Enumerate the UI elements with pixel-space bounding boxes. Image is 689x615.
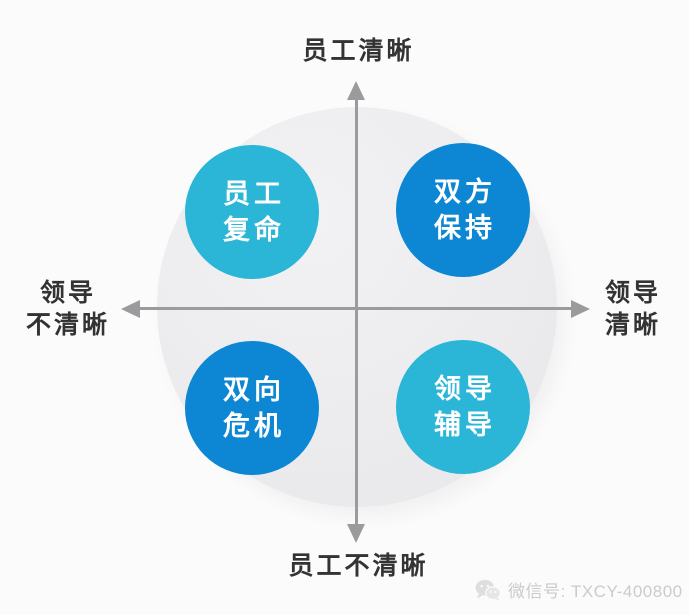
axis-label-right-line2: 清晰 — [604, 311, 661, 339]
quadrant-label-line: 危机 — [223, 411, 285, 441]
axis-label-left-line2: 不清晰 — [25, 311, 110, 339]
quadrant-label-line: 复命 — [223, 215, 285, 245]
quadrant-circle-top-left: 员工 复命 — [185, 145, 319, 279]
axis-label-right: 领导 清晰 — [585, 277, 681, 341]
horizontal-axis — [138, 307, 574, 310]
quadrant-label-line: 员工 — [223, 178, 285, 209]
arrow-down-icon — [347, 524, 365, 543]
vertical-axis — [355, 98, 358, 526]
axis-label-right-line1: 领导 — [604, 279, 661, 307]
quadrant-label-line: 双向 — [223, 374, 285, 405]
watermark: 微信号: TXCY-400800 — [474, 577, 683, 602]
axis-label-bottom: 员工不清晰 — [288, 552, 429, 580]
quadrant-circle-bottom-left: 双向 危机 — [185, 341, 319, 475]
quadrant-label-line: 领导 — [434, 373, 496, 404]
quadrant-circle-bottom-right: 领导 辅导 — [396, 340, 530, 474]
wechat-icon — [474, 578, 502, 602]
axis-label-left: 领导 不清晰 — [8, 277, 128, 341]
axis-label-left-line1: 领导 — [39, 279, 96, 307]
quadrant-circle-top-right: 双方 保持 — [396, 143, 530, 277]
quadrant-label-line: 双方 — [434, 176, 496, 207]
quadrant-label-line: 辅导 — [434, 410, 496, 440]
axis-label-top: 员工清晰 — [302, 37, 415, 65]
arrow-left-icon — [121, 299, 140, 318]
watermark-text: 微信号: TXCY-400800 — [508, 582, 683, 601]
quadrant-label-line: 保持 — [434, 213, 496, 243]
arrow-right-icon — [571, 299, 590, 318]
arrow-up-icon — [347, 81, 365, 100]
